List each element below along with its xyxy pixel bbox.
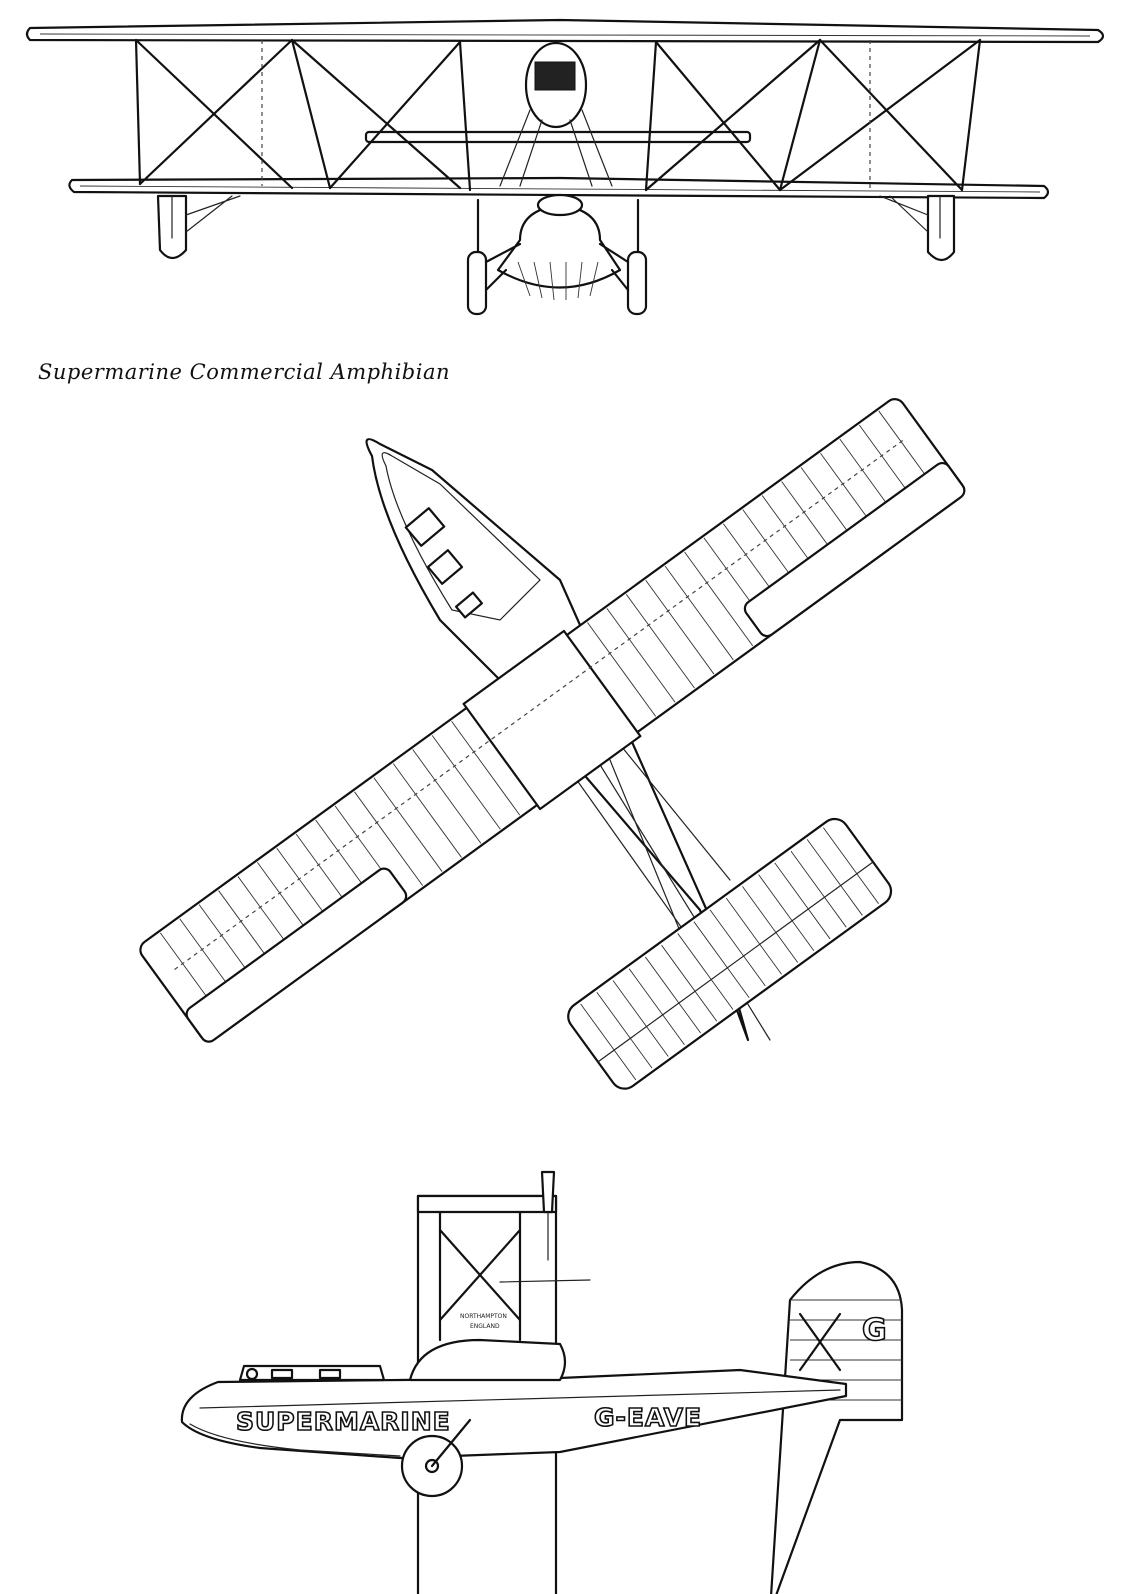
plan-right-aileron: [743, 461, 966, 638]
plan-centre-section: [462, 629, 642, 811]
side-window-1: [270, 1368, 294, 1380]
side-view: NORTHAMPTON ENGLAND G SUPERMARINE G-EAVE: [180, 1170, 904, 1594]
front-right-wheel: [626, 250, 648, 316]
plan-upper-wing: [139, 398, 966, 1043]
front-view: [25, 18, 1105, 316]
plan-cockpit-1: [404, 507, 446, 547]
front-right-float: [926, 194, 956, 262]
plan-view: [139, 398, 966, 1090]
front-left-wheel: [466, 250, 488, 316]
front-tailplane: [364, 130, 752, 144]
front-hull: [496, 203, 622, 289]
front-upper-wing: [25, 18, 1105, 44]
side-tail-letter: G: [862, 1313, 887, 1348]
side-hull: [180, 1368, 848, 1460]
side-window-2: [318, 1368, 342, 1380]
engine-plate-line1: NORTHAMPTON: [460, 1313, 507, 1320]
front-radiator: [534, 61, 576, 91]
plan-left-aileron: [185, 867, 408, 1043]
figure-caption: Supermarine Commercial Amphibian: [38, 360, 450, 384]
side-hull-lettering: SUPERMARINE: [236, 1407, 451, 1436]
side-registration: G-EAVE: [594, 1403, 702, 1432]
engine-plate-line2: ENGLAND: [470, 1323, 500, 1330]
side-tail-fin: [770, 1260, 904, 1594]
side-propeller: [540, 1170, 556, 1214]
front-lower-wing: [68, 176, 1050, 200]
plan-tailplane: [567, 817, 893, 1090]
plan-cockpit-2: [426, 549, 464, 585]
